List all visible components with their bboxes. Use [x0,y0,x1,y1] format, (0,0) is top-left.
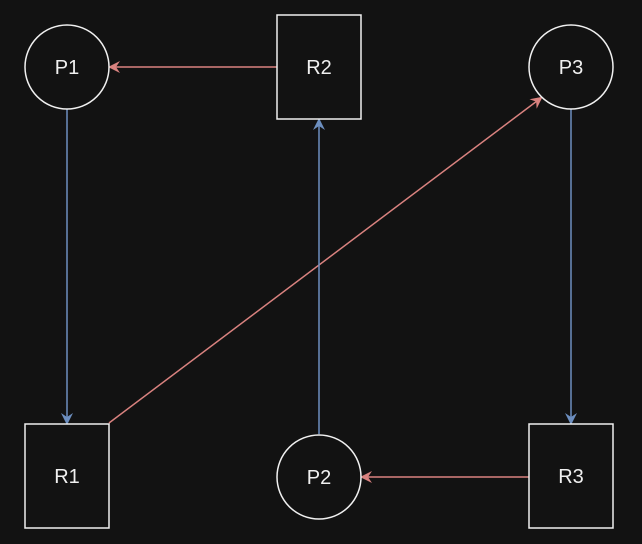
node-p2[interactable]: P2 [276,434,362,520]
node-r3[interactable]: R3 [528,423,614,529]
node-r1-label: R1 [54,466,80,488]
node-p1[interactable]: P1 [24,24,110,110]
node-r2-label: R2 [306,57,332,79]
node-p2-label: P2 [307,467,331,489]
node-p1-label: P1 [55,57,79,79]
node-r3-label: R3 [558,466,584,488]
node-r2[interactable]: R2 [276,14,362,120]
node-r1[interactable]: R1 [24,423,110,529]
node-p3-label: P3 [559,57,583,79]
node-p3[interactable]: P3 [528,24,614,110]
edge-r1-to-p3 [108,96,543,424]
